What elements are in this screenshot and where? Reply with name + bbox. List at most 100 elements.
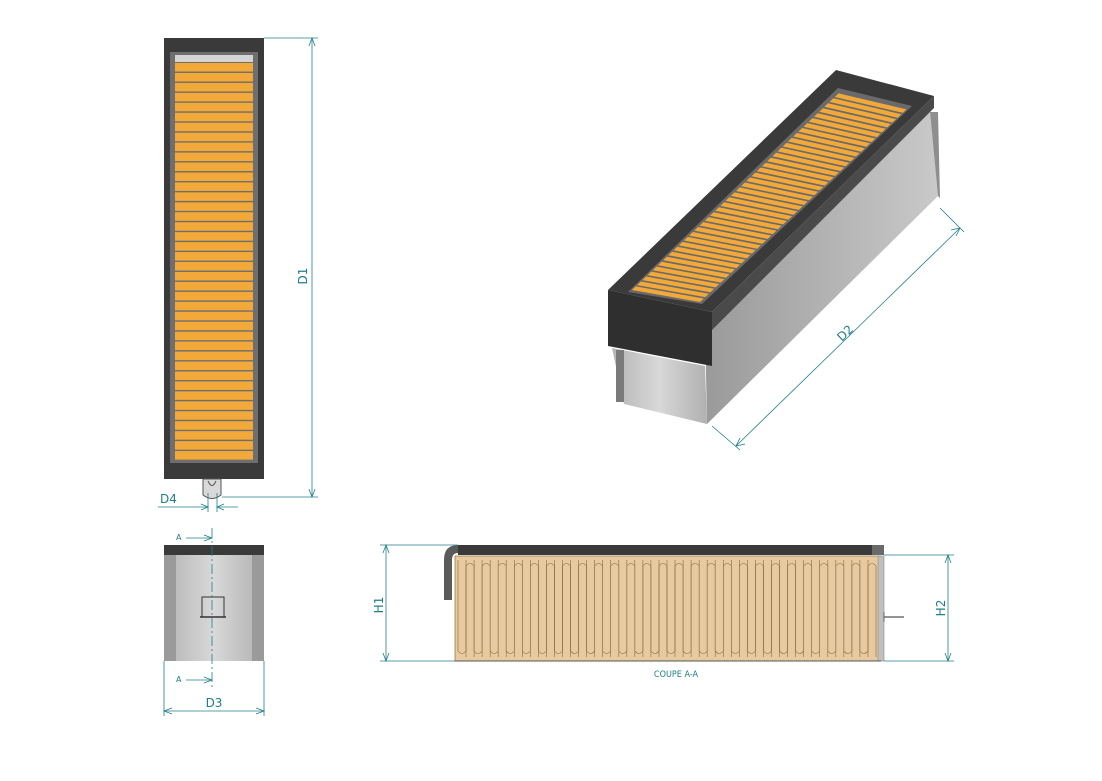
end-view-left-rail <box>164 555 176 661</box>
iso-pleat <box>678 241 751 259</box>
iso-pleat <box>746 177 819 196</box>
iso-pleat <box>767 157 839 176</box>
top-view-pleats <box>175 63 253 460</box>
iso-pleat <box>663 256 735 273</box>
iso-front-face <box>612 348 707 424</box>
iso-pleat <box>829 98 902 118</box>
top-pleat <box>175 291 253 301</box>
iso-pleat <box>803 123 876 142</box>
iso-pleat <box>808 118 881 138</box>
iso-pleat <box>819 108 891 128</box>
iso-pleat <box>632 286 704 302</box>
top-pleat <box>175 311 253 321</box>
iso-pleat <box>725 197 798 215</box>
iso-front-bezel <box>608 290 712 366</box>
dimension-h2 <box>884 553 954 663</box>
top-pleat <box>175 232 253 241</box>
top-pleat <box>175 142 253 152</box>
dimension-h2-label: H2 <box>934 600 948 617</box>
iso-pleat <box>704 217 777 235</box>
section-left-hook <box>444 545 458 600</box>
top-view <box>164 38 264 499</box>
section-media <box>454 555 882 662</box>
iso-pleats <box>632 93 907 302</box>
top-pleat <box>175 152 253 162</box>
dimension-d4-label: D4 <box>160 492 177 506</box>
top-pleat <box>175 271 253 281</box>
top-pleat <box>175 321 253 331</box>
top-pleat <box>175 63 253 72</box>
dimension-d2-label: D2 <box>834 322 856 344</box>
iso-pleat <box>668 251 741 269</box>
dimension-d1-label: D1 <box>296 268 310 285</box>
iso-pleat <box>782 142 855 162</box>
iso-bezel-edge <box>712 96 934 330</box>
top-pleat <box>175 212 253 221</box>
end-view-top-band <box>164 545 264 555</box>
top-pleat <box>175 82 253 92</box>
section-top-plate <box>458 545 884 555</box>
top-pleat <box>175 202 253 211</box>
iso-pleat <box>824 103 897 123</box>
iso-side-end-strip <box>930 112 940 198</box>
top-pleat <box>175 411 253 420</box>
top-pleat <box>175 331 253 341</box>
top-pleat <box>175 262 253 271</box>
top-pleat <box>175 222 253 231</box>
section-pleat <box>867 563 877 657</box>
iso-pleat <box>637 281 709 298</box>
section-view <box>444 545 904 662</box>
iso-front-slot <box>616 350 624 402</box>
top-view-nozzle-hole <box>207 480 217 486</box>
top-pleat <box>175 281 253 291</box>
iso-pleat <box>710 212 782 230</box>
top-pleat <box>175 112 253 122</box>
top-pleat <box>175 162 253 172</box>
section-marker-bottom: A <box>176 675 182 684</box>
iso-pleat <box>720 202 793 220</box>
top-pleat <box>175 132 253 142</box>
top-pleat <box>175 182 253 191</box>
iso-pleat <box>834 93 907 113</box>
isometric-view <box>608 70 940 424</box>
dimension-d1 <box>222 36 318 499</box>
section-marker-top: A <box>176 533 182 542</box>
top-pleat <box>175 421 253 430</box>
top-pleat <box>175 441 253 450</box>
top-pleat <box>175 172 253 181</box>
iso-pleat <box>736 187 808 205</box>
dimension-d3-label: D3 <box>206 696 223 710</box>
iso-pleat <box>814 113 886 133</box>
iso-pleat <box>642 276 715 293</box>
top-pleat <box>175 102 253 112</box>
end-view-right-rail <box>252 555 264 661</box>
top-pleat <box>175 252 253 261</box>
section-caption: COUPE A-A <box>654 670 699 680</box>
iso-pleat <box>689 232 761 249</box>
dimension-d2 <box>711 207 965 451</box>
iso-pleat <box>798 128 871 147</box>
iso-pleat <box>673 246 746 264</box>
iso-pleat <box>715 207 787 225</box>
top-pleat <box>175 341 253 351</box>
section-line <box>186 528 214 690</box>
end-view <box>164 545 264 661</box>
top-pleat <box>175 351 253 361</box>
iso-pleat <box>777 147 850 167</box>
top-pleat <box>175 361 253 371</box>
iso-pleat <box>788 137 860 157</box>
dimension-d4 <box>158 493 238 512</box>
top-pleat <box>175 401 253 410</box>
top-pleat <box>175 431 253 440</box>
dimension-d3 <box>162 661 266 716</box>
dimension-h1 <box>380 543 458 663</box>
top-view-nozzle <box>202 478 222 499</box>
top-pleat <box>175 72 253 82</box>
iso-pleat <box>647 271 720 288</box>
dimension-h1-label: H1 <box>372 597 386 614</box>
iso-pleat <box>793 133 865 152</box>
top-view-gasket <box>175 55 253 62</box>
top-pleat <box>175 451 253 460</box>
iso-pleat <box>658 261 730 278</box>
